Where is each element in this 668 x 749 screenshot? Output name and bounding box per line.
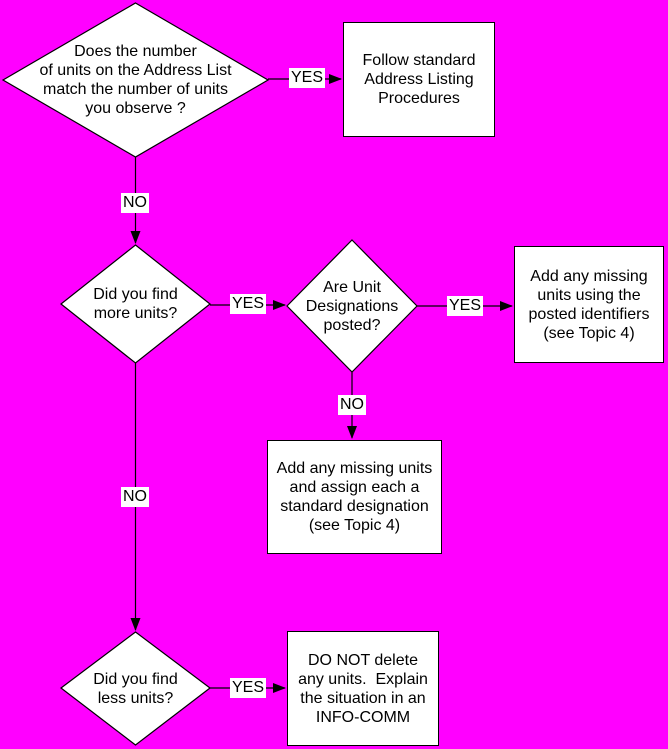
decision-match-units-diamond xyxy=(1,2,270,158)
decision-designations-posted-diamond xyxy=(286,239,418,373)
edge-label-match-yes: YES xyxy=(288,68,326,88)
process-add-posted-box: Add any missing units using the posted i… xyxy=(514,246,664,363)
edge-label-match-no: NO xyxy=(121,193,149,213)
process-add-assign-box: Add any missing units and assign each a … xyxy=(267,440,442,554)
edge-label-posted-no: NO xyxy=(338,395,366,415)
process-do-not-delete-box: DO NOT delete any units. Explain the sit… xyxy=(287,631,439,746)
decision-more-units-diamond xyxy=(60,244,211,364)
edge-label-more-yes: YES xyxy=(229,294,267,314)
edge-label-posted-yes: YES xyxy=(446,296,484,316)
edge-label-less-yes: YES xyxy=(229,678,267,698)
edge-label-more-no: NO xyxy=(121,487,149,507)
decision-less-units-diamond xyxy=(60,631,211,746)
process-follow-standard-box: Follow standard Address Listing Procedur… xyxy=(343,22,495,137)
